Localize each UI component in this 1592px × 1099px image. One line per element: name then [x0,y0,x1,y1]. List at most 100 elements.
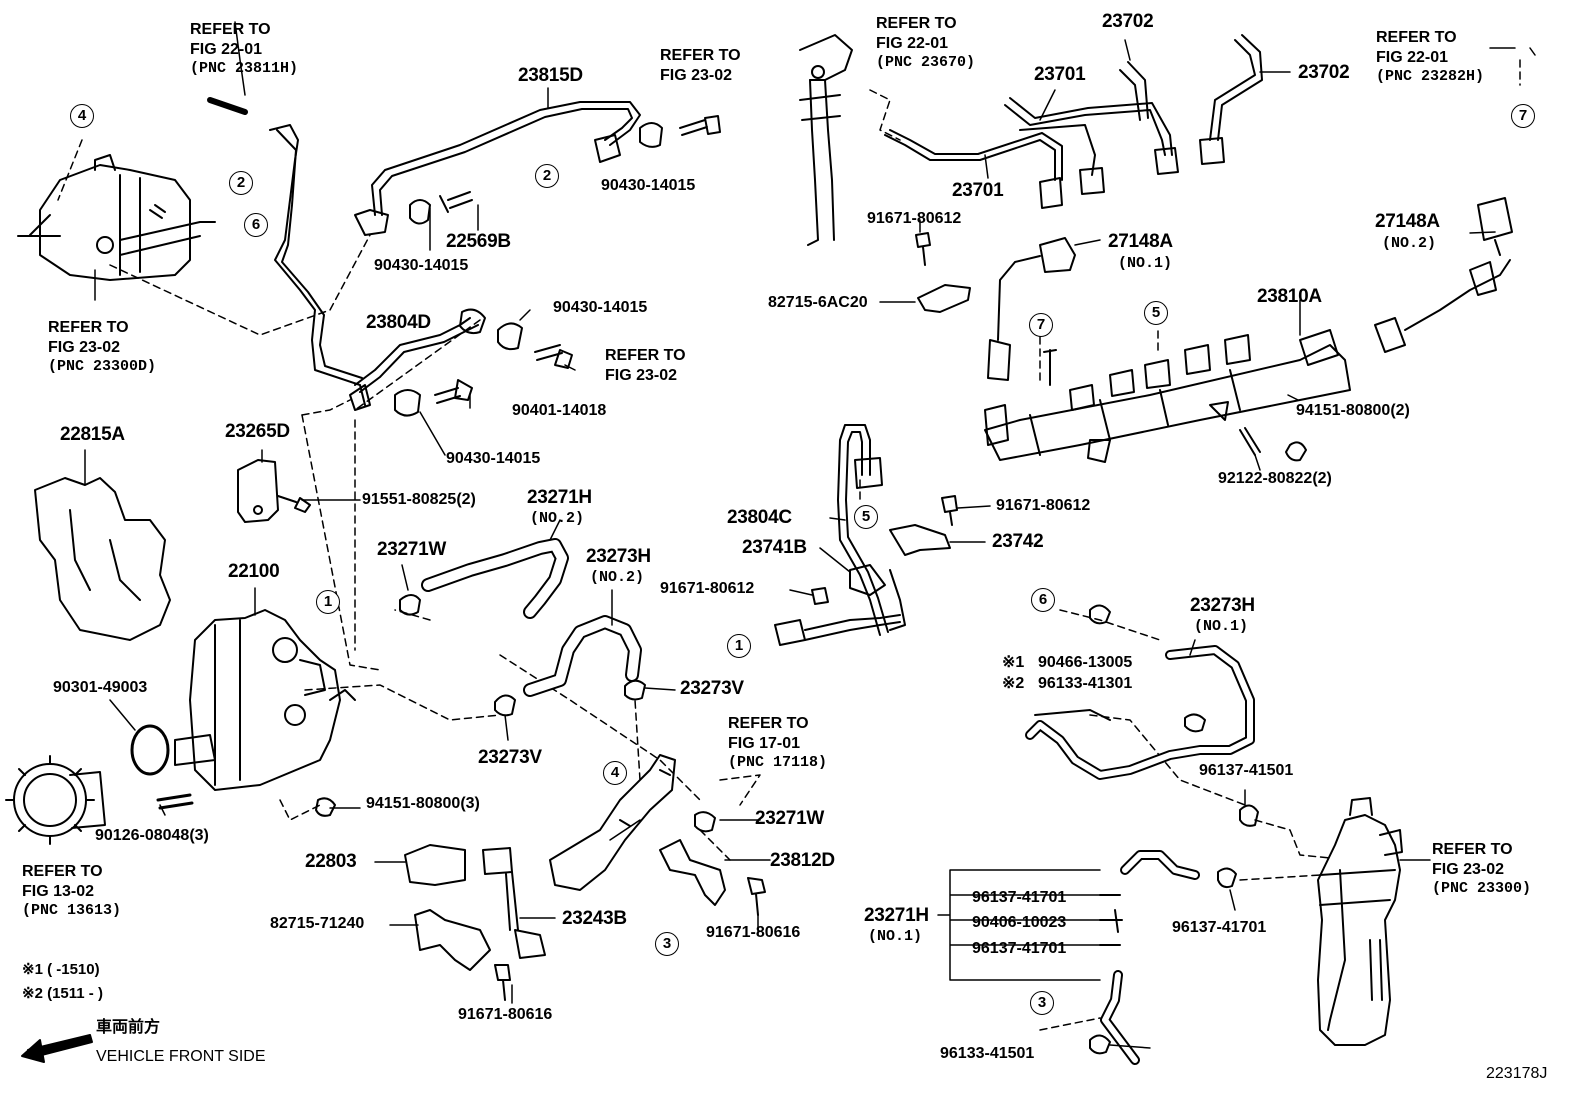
part-label-23702-b: 23702 [1298,62,1350,83]
note-range-1: ※1 ( -1510) [22,961,100,978]
filter-housing-drawing [17,154,216,281]
callout-1-a: 1 [316,590,340,614]
gear-drawing [5,755,106,845]
bracket-drawing [549,754,676,891]
part-label-23273h-b: 23273H [1190,595,1255,616]
part-label-96137-41701-c: 96137-41701 [1172,919,1267,936]
part-label-23265d: 23265D [225,421,290,442]
part-label-91671-80612-c: 91671-80612 [996,497,1091,514]
part-label-23702-a: 23702 [1102,11,1154,32]
callout-2-b: 2 [535,164,559,188]
hose-drawing [207,97,248,115]
part-label-23810a: 23810A [1257,286,1322,307]
part-label-90430-14015-b: 90430-14015 [374,257,469,274]
front-side-label-en: VEHICLE FRONT SIDE [96,1048,266,1065]
part-label-22569b: 22569B [446,231,511,252]
note-mark-2: ※2 [1002,675,1025,692]
part-label-23271h-no1: 23271H [864,905,929,926]
part-label-no1-b: (NO.1) [1194,618,1249,635]
part-label-no1-c: (NO.1) [868,928,923,945]
part-22803 [404,844,466,886]
part-label-94151-80800-a: 94151-80800(3) [366,795,480,812]
bracket-23265d [237,459,279,523]
part-label-90430-14015-c: 90430-14015 [553,299,648,316]
note-mark-1: ※1 [1002,654,1025,671]
callout-6-a: 6 [244,213,268,237]
diagram-id-code: 223178J [1486,1065,1548,1082]
part-label-90430-14015-a: 90430-14015 [601,177,696,194]
part-label-96133-41501: 96133-41501 [940,1045,1035,1062]
part-label-91671-80612-a: 91671-80612 [867,210,962,227]
callout-5-b: 5 [854,505,878,529]
part-label-82715-71240: 82715-71240 [270,915,365,932]
leader-lines [84,21,1536,1049]
part-label-no2-b: (NO.2) [590,569,645,586]
part-label-23701-a: 23701 [1034,64,1086,85]
note-range-2: ※2 (1511 - ) [22,985,103,1002]
part-label-92122-80822: 92122-80822(2) [1218,470,1332,487]
part-label-96137-41701-a: 96137-41701 [972,889,1067,906]
callout-2-a: 2 [229,171,253,195]
part-label-90466-13005: 90466-13005 [1038,654,1133,671]
part-label-23243b: 23243B [562,908,627,929]
part-label-no2-a: (NO.2) [530,510,585,527]
part-label-23273v-a: 23273V [680,678,744,699]
part-label-27148a-b: 27148A [1375,211,1440,232]
callout-3-b: 3 [1030,991,1054,1015]
fuel-line-drawing [269,124,366,406]
o-ring [130,724,170,776]
part-label-23804c: 23804C [727,507,792,528]
part-label-90126-08048: 90126-08048(3) [95,827,209,844]
part-label-27148a-a: 27148A [1108,231,1173,252]
part-label-22100: 22100 [228,561,280,582]
callout-4-b: 4 [603,761,627,785]
callout-1-b: 1 [727,634,751,658]
part-label-23273h-a: 23273H [586,546,651,567]
part-label-23815d: 23815D [518,65,583,86]
fuel-pump-assembly-drawing [1317,797,1403,1046]
part-label-23701-b: 23701 [952,180,1004,201]
part-label-96133-41301: 96133-41301 [1038,675,1133,692]
callout-5-a: 5 [1144,301,1168,325]
part-label-22815a: 22815A [60,424,125,445]
part-label-23741b: 23741B [742,537,807,558]
injector-drawing [799,34,853,246]
part-label-91671-80616-b: 91671-80616 [706,924,801,941]
part-label-96137-41501: 96137-41501 [1199,762,1294,779]
part-label-23271w-b: 23271W [755,808,824,829]
part-label-no2-c: (NO.2) [1382,235,1437,252]
part-label-23271h: 23271H [527,487,592,508]
front-arrow-head [21,1039,45,1063]
callout-6-b: 6 [1031,588,1055,612]
callout-3-a: 3 [655,932,679,956]
callout-7-b: 7 [1511,104,1535,128]
part-label-90401-14018: 90401-14018 [512,402,607,419]
part-label-96137-41701-b: 96137-41701 [972,940,1067,957]
part-label-23273v-b: 23273V [478,747,542,768]
callout-4-a: 4 [70,104,94,128]
part-label-22803: 22803 [305,851,357,872]
part-label-94151-80800-b: 94151-80800(2) [1296,402,1410,419]
part-label-no1-a: (NO.1) [1118,255,1173,272]
part-label-90430-14015-d: 90430-14015 [446,450,541,467]
part-label-23804d: 23804D [366,312,431,333]
part-label-23742: 23742 [992,531,1044,552]
pump-22100-drawing [174,609,356,791]
callout-7-a: 7 [1029,313,1053,337]
part-label-23812d: 23812D [770,850,835,871]
part-label-90301-49003: 90301-49003 [53,679,148,696]
front-side-label-jp: 車両前方 [96,1019,161,1036]
cover-22815a [34,477,171,641]
part-label-91551-80825: 91551-80825(2) [362,491,476,508]
